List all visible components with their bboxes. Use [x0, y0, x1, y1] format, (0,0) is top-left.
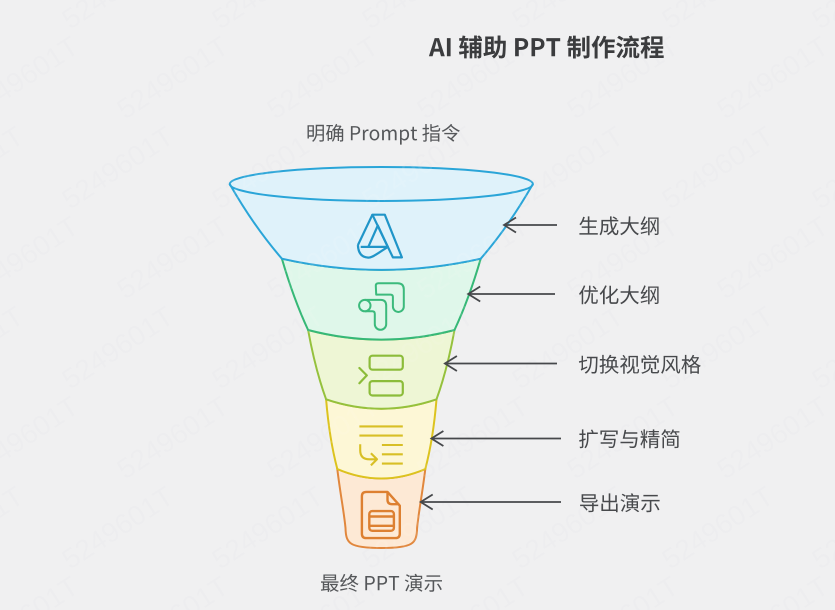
svg-text:5249601T: 5249601T [356, 0, 479, 35]
svg-text:5249601T: 5249601T [56, 300, 179, 395]
svg-text:5249601T: 5249601T [711, 210, 834, 305]
svg-text:5249601T: 5249601T [111, 30, 234, 125]
svg-text:5249601T: 5249601T [656, 0, 779, 35]
svg-text:5249601T: 5249601T [656, 480, 779, 575]
svg-text:5249601T: 5249601T [711, 390, 834, 485]
svg-text:5249601T: 5249601T [0, 480, 29, 575]
svg-text:5249601T: 5249601T [0, 30, 84, 125]
svg-text:5249601T: 5249601T [111, 390, 234, 485]
svg-text:5249601T: 5249601T [506, 480, 629, 575]
svg-text:5249601T: 5249601T [806, 300, 835, 395]
svg-text:5249601T: 5249601T [56, 0, 179, 35]
svg-text:5249601T: 5249601T [806, 480, 835, 575]
svg-text:5249601T: 5249601T [506, 120, 629, 215]
svg-text:5249601T: 5249601T [206, 0, 329, 35]
svg-text:5249601T: 5249601T [561, 210, 684, 305]
svg-text:5249601T: 5249601T [206, 480, 329, 575]
svg-text:5249601T: 5249601T [111, 570, 234, 610]
svg-text:5249601T: 5249601T [0, 300, 29, 395]
svg-text:5249601T: 5249601T [0, 570, 84, 610]
svg-text:5249601T: 5249601T [711, 30, 834, 125]
svg-text:5249601T: 5249601T [806, 120, 835, 215]
svg-text:5249601T: 5249601T [506, 300, 629, 395]
svg-text:5249601T: 5249601T [0, 390, 84, 485]
svg-text:5249601T: 5249601T [711, 570, 834, 610]
svg-text:5249601T: 5249601T [261, 30, 384, 125]
svg-text:5249601T: 5249601T [506, 0, 629, 35]
svg-text:5249601T: 5249601T [0, 120, 29, 215]
svg-text:5249601T: 5249601T [0, 0, 29, 35]
svg-text:5249601T: 5249601T [56, 480, 179, 575]
svg-text:5249601T: 5249601T [56, 120, 179, 215]
svg-text:5249601T: 5249601T [0, 210, 84, 305]
svg-text:5249601T: 5249601T [0, 0, 29, 35]
svg-text:5249601T: 5249601T [656, 120, 779, 215]
svg-text:5249601T: 5249601T [656, 300, 779, 395]
svg-text:5249601T: 5249601T [561, 570, 684, 610]
svg-text:5249601T: 5249601T [111, 210, 234, 305]
svg-text:5249601T: 5249601T [806, 0, 835, 35]
